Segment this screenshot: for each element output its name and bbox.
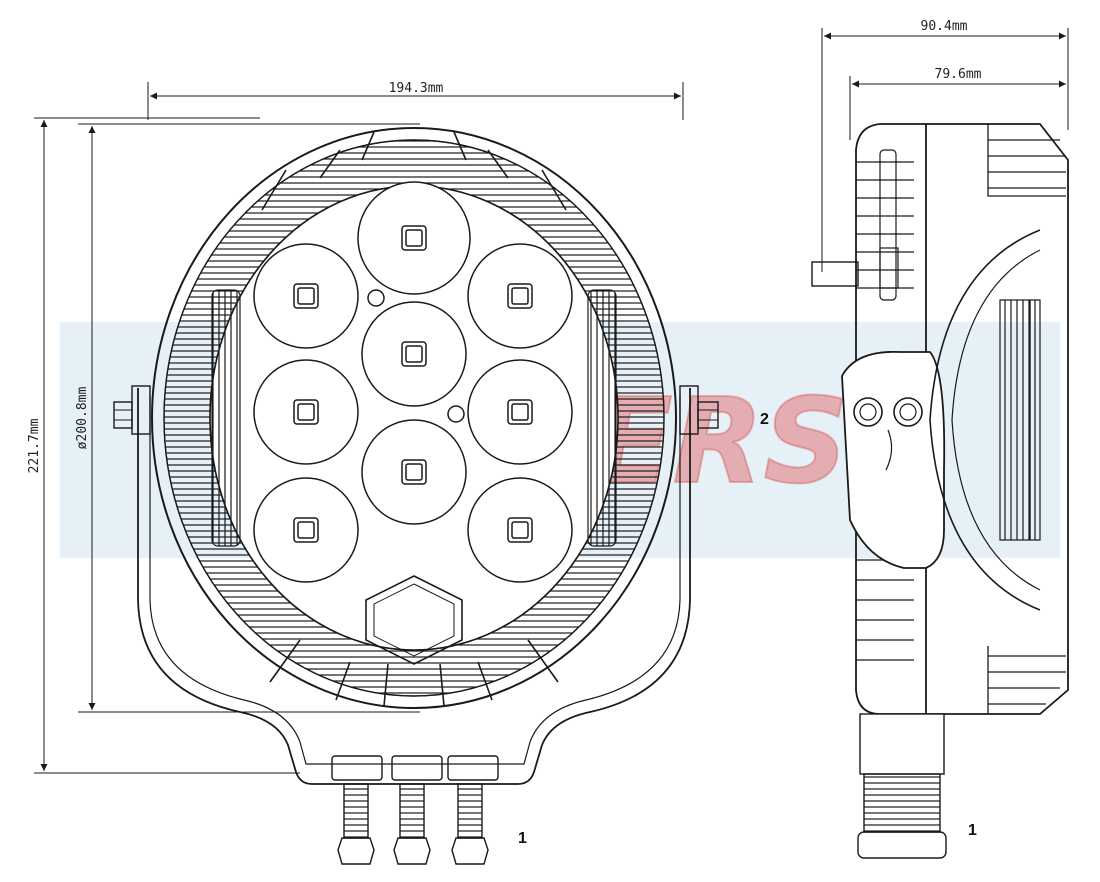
led-lens bbox=[467, 359, 573, 465]
stud-nut bbox=[393, 837, 431, 865]
led-lens bbox=[253, 359, 359, 465]
height-label: 221.7mm bbox=[27, 418, 42, 473]
width-dimension bbox=[147, 82, 684, 120]
hexagon-vent bbox=[365, 575, 463, 665]
bracket-bolt bbox=[853, 397, 883, 427]
height-dimension bbox=[34, 117, 300, 774]
stud-nut bbox=[337, 837, 375, 865]
callout-1-side: 1 bbox=[968, 822, 977, 839]
led-lens bbox=[467, 243, 573, 349]
lens-emitter bbox=[999, 299, 1041, 541]
right-light-bar bbox=[587, 289, 617, 547]
stud bbox=[457, 783, 483, 839]
overall-depth-label: 90.4mm bbox=[921, 19, 968, 34]
led-lens bbox=[467, 477, 573, 583]
body-depth-label: 79.6mm bbox=[935, 67, 982, 82]
led-lens bbox=[253, 477, 359, 583]
callout-2: 2 bbox=[760, 411, 769, 428]
front-lens-face bbox=[926, 123, 1069, 715]
side-mount-tab bbox=[811, 261, 859, 287]
body-depth-dimension bbox=[849, 76, 1069, 140]
locator-dot bbox=[367, 289, 385, 307]
stud-nut bbox=[451, 837, 489, 865]
led-lens bbox=[357, 181, 471, 295]
side-cable-gland bbox=[857, 713, 947, 859]
bezel-ribs bbox=[261, 131, 567, 707]
outer-housing bbox=[151, 127, 677, 709]
front-fins bbox=[987, 124, 1066, 714]
side-view bbox=[811, 28, 1069, 859]
led-lens-cluster bbox=[253, 181, 573, 583]
rear-fins bbox=[856, 149, 914, 661]
overall-depth-dimension bbox=[821, 28, 1069, 272]
diameter-dimension bbox=[78, 123, 420, 713]
led-lens bbox=[361, 301, 467, 407]
left-light-bar bbox=[211, 289, 241, 547]
locator-dot bbox=[447, 405, 465, 423]
connector-studs bbox=[331, 755, 499, 865]
led-lens bbox=[253, 243, 359, 349]
led-lens bbox=[361, 419, 467, 525]
bracket-bolt bbox=[893, 397, 923, 427]
stud bbox=[343, 783, 369, 839]
width-label: 194.3mm bbox=[389, 81, 444, 96]
front-view bbox=[34, 82, 719, 865]
diameter-label: ø200.8mm bbox=[75, 387, 90, 450]
side-bracket-arm bbox=[841, 351, 946, 569]
right-side-bolt bbox=[697, 401, 719, 429]
callout-1-front: 1 bbox=[518, 830, 527, 847]
stud bbox=[399, 783, 425, 839]
left-side-bolt bbox=[113, 401, 133, 429]
lens-dome bbox=[929, 229, 1041, 611]
